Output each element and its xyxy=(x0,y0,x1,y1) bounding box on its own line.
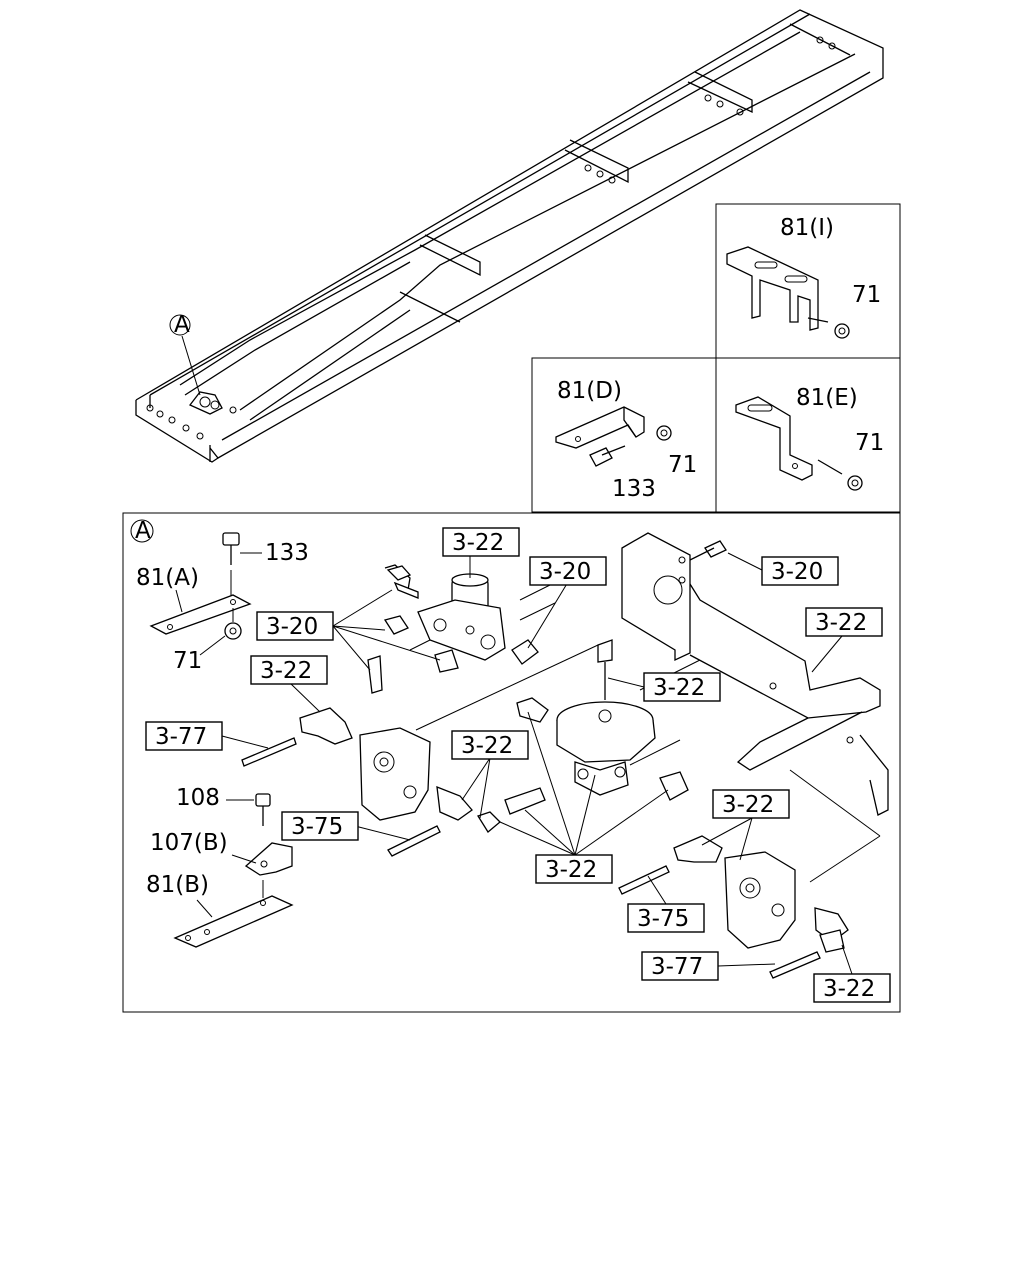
ref-box-1: 3-22 xyxy=(442,527,520,557)
svg-text:3-22: 3-22 xyxy=(823,976,875,1002)
label-71-inset-e: 71 xyxy=(855,430,884,456)
detail-a-box xyxy=(122,512,901,1013)
svg-text:3-20: 3-20 xyxy=(266,614,318,640)
svg-text:3-22: 3-22 xyxy=(653,675,705,701)
svg-text:A: A xyxy=(174,312,190,338)
svg-text:3-22: 3-22 xyxy=(260,658,312,684)
label-71-detail: 71 xyxy=(173,648,202,674)
svg-text:3-20: 3-20 xyxy=(539,559,591,585)
inset-81d-drawing xyxy=(555,406,672,467)
svg-text:3-77: 3-77 xyxy=(155,724,207,750)
ref-box-13: 3-75 xyxy=(627,903,705,933)
ref-box-7: 3-22 xyxy=(250,655,328,685)
inset-box-81e xyxy=(715,357,901,513)
ref-box-14: 3-77 xyxy=(641,951,719,981)
ref-box-12: 3-22 xyxy=(535,854,613,884)
label-108: 108 xyxy=(176,785,220,811)
svg-text:3-75: 3-75 xyxy=(291,814,343,840)
label-81a: 81(A) xyxy=(136,565,199,591)
svg-text:3-22: 3-22 xyxy=(815,610,867,636)
ref-box-9: 3-22 xyxy=(451,730,529,760)
svg-text:3-22: 3-22 xyxy=(545,857,597,883)
label-81b: 81(B) xyxy=(146,872,209,898)
label-133-inset-d: 133 xyxy=(612,476,656,502)
bracket-81a-drawing xyxy=(149,532,252,640)
label-71-inset-i: 71 xyxy=(852,282,881,308)
inset-81e-drawing xyxy=(735,396,863,491)
label-107b: 107(B) xyxy=(150,830,228,856)
svg-text:3-77: 3-77 xyxy=(651,954,703,980)
chassis-frame-drawing xyxy=(135,9,884,463)
label-81i: 81(I) xyxy=(780,215,834,241)
label-71-inset-d: 71 xyxy=(668,452,697,478)
svg-text:3-22: 3-22 xyxy=(722,792,774,818)
label-81e: 81(E) xyxy=(796,385,858,411)
leader-lines xyxy=(221,552,881,975)
detail-a-marker: A xyxy=(130,518,154,544)
valve-mounting-bracket xyxy=(519,532,889,816)
label-133-detail: 133 xyxy=(265,540,309,566)
svg-text:3-22: 3-22 xyxy=(461,733,513,759)
label-81d: 81(D) xyxy=(557,378,622,404)
relay-valve-left xyxy=(241,707,546,857)
ref-box-3: 3-20 xyxy=(761,556,839,586)
svg-text:A: A xyxy=(135,518,151,544)
ref-box-11: 3-22 xyxy=(712,789,790,819)
relay-valve-right xyxy=(618,835,849,979)
ref-box-10: 3-75 xyxy=(281,811,359,841)
clip-and-plate-drawing xyxy=(173,793,294,948)
ref-box-8: 3-77 xyxy=(145,721,223,751)
svg-text:3-20: 3-20 xyxy=(771,559,823,585)
bolt-3-20-drawing xyxy=(689,540,727,561)
ref-box-6: 3-22 xyxy=(643,672,721,702)
ref-box-15: 3-22 xyxy=(813,973,891,1003)
quick-release-valve-center xyxy=(516,639,689,801)
ref-box-4: 3-20 xyxy=(256,611,334,641)
inset-81i-drawing xyxy=(726,246,850,339)
ref-box-5: 3-22 xyxy=(805,607,883,637)
svg-text:3-75: 3-75 xyxy=(637,906,689,932)
svg-text:3-22: 3-22 xyxy=(452,530,504,556)
relay-valve-upper xyxy=(367,564,556,694)
ref-box-2: 3-20 xyxy=(529,556,607,586)
frame-callout-a: A xyxy=(169,312,201,396)
